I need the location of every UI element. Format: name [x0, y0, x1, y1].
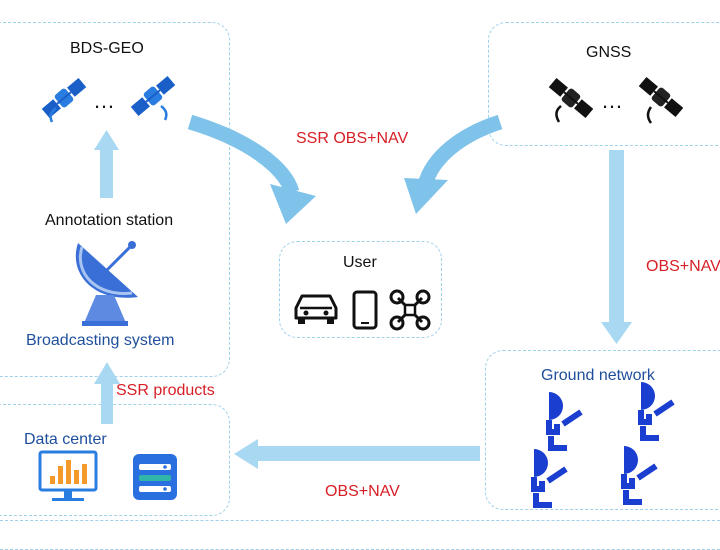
- arrow-bds-to-user: [187, 114, 316, 224]
- arrow-gnss-to-user: [404, 114, 503, 214]
- ground-station-icon: [546, 392, 583, 451]
- drone-icon: [389, 289, 431, 331]
- broadcasting-system-label: Broadcasting system: [26, 332, 175, 349]
- ssr-products-label: SSR products: [116, 382, 215, 399]
- monitor-chart-icon: [38, 450, 98, 501]
- bds-geo-title: BDS-GEO: [70, 40, 144, 57]
- arrow-gnss-to-ground: [601, 150, 632, 344]
- obs-nav-bottom-label: OBS+NAV: [325, 483, 400, 500]
- ground-network-box: [485, 350, 720, 510]
- satellite-dish-icon: [75, 241, 138, 326]
- arrow-annotation-to-bds: [94, 130, 119, 198]
- ground-station-icon: [531, 449, 568, 508]
- ground-network-label: Ground network: [541, 367, 655, 384]
- car-icon: [294, 294, 338, 324]
- diagram-graphics: [38, 75, 684, 508]
- arrow-datacenter-to-broadcast: [94, 362, 120, 424]
- satellite-icon: [130, 75, 176, 121]
- arrow-ground-to-datacenter: [234, 439, 480, 469]
- ground-station-icon: [621, 446, 658, 505]
- gnss-group-box: [488, 22, 720, 146]
- gnss-ellipsis: …: [601, 88, 623, 113]
- satellite-icon: [638, 76, 684, 124]
- diagram-canvas: BDS-GEO … GNSS … Annotation station Broa…: [0, 22, 720, 550]
- satellite-icon: [548, 77, 594, 123]
- bds-geo-ellipsis: …: [93, 88, 115, 113]
- data-center-label: Data center: [24, 431, 107, 448]
- ground-station-icon: [638, 382, 675, 441]
- user-box: [279, 241, 442, 338]
- obs-nav-right-label: OBS+NAV: [646, 258, 720, 275]
- gnss-title: GNSS: [586, 44, 632, 61]
- phone-icon: [352, 290, 378, 330]
- ssr-obs-nav-label: SSR OBS+NAV: [296, 130, 409, 147]
- satellite-icon: [41, 77, 87, 123]
- data-center-box: [0, 404, 230, 516]
- annotation-station-label: Annotation station: [45, 212, 174, 229]
- server-icon: [133, 454, 177, 500]
- user-label: User: [343, 254, 377, 271]
